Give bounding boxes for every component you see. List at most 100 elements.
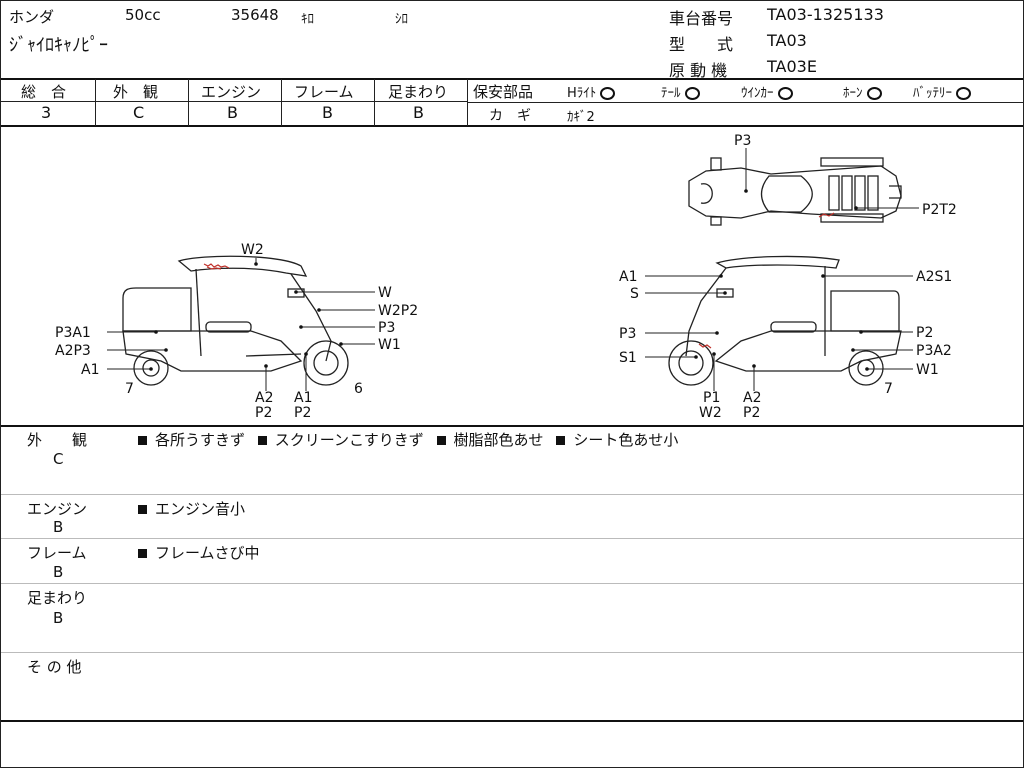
diagram-label: 7 bbox=[125, 381, 134, 397]
overall-grade: 3 bbox=[41, 103, 52, 122]
diagram-label: S bbox=[630, 286, 639, 302]
tail-status: ﾃｰﾙ bbox=[661, 82, 700, 101]
divider bbox=[1, 101, 468, 102]
divider bbox=[467, 79, 468, 126]
ok-circle-icon bbox=[866, 87, 882, 100]
notes-engine-label: エンジン bbox=[27, 500, 88, 518]
bullet-square-icon bbox=[138, 549, 147, 558]
diagram-label: P3 bbox=[734, 133, 751, 149]
diagram-label: W1 bbox=[916, 362, 939, 378]
diagram-label: A1 bbox=[81, 362, 99, 378]
divider bbox=[1, 652, 1023, 653]
notes-frame-label: フレーム bbox=[27, 544, 87, 562]
diagram-label: A1 bbox=[619, 269, 637, 285]
notes-engine-items: エンジン音小 bbox=[138, 498, 245, 519]
diagram-label: A2S1 bbox=[916, 269, 952, 285]
divider bbox=[1, 494, 1023, 495]
left-view-scooter bbox=[122, 255, 349, 386]
notes-engine-grade: B bbox=[53, 518, 64, 536]
mileage: 35648 bbox=[231, 6, 279, 24]
notes-exterior-label: 外 観 bbox=[27, 431, 88, 449]
mileage-unit: ｷﾛ bbox=[301, 12, 314, 27]
displacement: 50cc bbox=[125, 6, 161, 24]
divider bbox=[468, 102, 1023, 103]
divider bbox=[1, 125, 1023, 127]
maker: ホンダ bbox=[9, 8, 55, 26]
bullet-square-icon bbox=[436, 436, 446, 445]
engine-model-value: TA03E bbox=[767, 57, 817, 76]
headlight-status: Hﾗｲﾄ bbox=[567, 82, 616, 101]
battery-status: ﾊﾞｯﾃﾘｰ bbox=[913, 82, 971, 101]
bullet-square-icon bbox=[556, 436, 566, 445]
divider bbox=[374, 79, 375, 126]
diagram-label: 7 bbox=[884, 381, 893, 397]
ok-circle-icon bbox=[684, 87, 700, 100]
winker-status: ｳｲﾝｶｰ bbox=[741, 82, 793, 101]
body-color: ｼﾛ bbox=[395, 12, 408, 27]
diagram-label: P2 bbox=[255, 405, 272, 421]
notes-frame-items: フレームさび中 bbox=[138, 542, 260, 563]
diagram-label: W2 bbox=[699, 405, 722, 421]
diagram-label: P2 bbox=[743, 405, 760, 421]
model-name: ｼﾞｬｲﾛｷｬﾉﾋﾟｰ bbox=[9, 35, 108, 56]
ok-circle-icon bbox=[600, 87, 616, 100]
engine-model-label: 原 動 機 bbox=[669, 61, 728, 80]
diagram-label: A1 bbox=[294, 390, 312, 406]
diagram-label: S1 bbox=[619, 350, 637, 366]
engine-grade: B bbox=[227, 103, 238, 122]
diagram-label: P2T2 bbox=[922, 202, 957, 218]
diagram-label: W2 bbox=[241, 242, 264, 258]
ok-circle-icon bbox=[956, 87, 971, 100]
diagram-label: A2 bbox=[743, 390, 761, 406]
diagram-label: W bbox=[378, 285, 392, 301]
divider bbox=[1, 78, 1023, 80]
diagram-label: 6 bbox=[354, 381, 363, 397]
divider bbox=[188, 79, 189, 126]
bullet-square-icon bbox=[257, 436, 267, 445]
horn-status: ﾎｰﾝ bbox=[843, 82, 882, 101]
divider bbox=[281, 79, 282, 126]
key-label: カ ギ bbox=[489, 108, 531, 124]
right-view-scooter bbox=[668, 255, 902, 386]
divider bbox=[1, 720, 1023, 722]
suspension-label: 足まわり bbox=[388, 83, 449, 101]
notes-frame-grade: B bbox=[53, 563, 64, 581]
diagram-label: A2P3 bbox=[55, 343, 91, 359]
exterior-grade: C bbox=[133, 103, 145, 122]
bullet-square-icon bbox=[138, 436, 147, 445]
key-value: ｶｷﾞ2 bbox=[567, 110, 595, 125]
diagram-label: P3 bbox=[378, 320, 395, 336]
diagram-label: W2P2 bbox=[378, 303, 418, 319]
notes-other-label: そ の 他 bbox=[27, 658, 82, 676]
chassis-label: 車台番号 bbox=[669, 9, 734, 28]
diagram-label: P2 bbox=[916, 325, 933, 341]
diagram-label: W1 bbox=[378, 337, 401, 353]
diagram-label: P3 bbox=[619, 326, 636, 342]
diagram-label: P1 bbox=[703, 390, 720, 406]
frame-label: フレーム bbox=[294, 83, 354, 101]
damage-diagram: P3 P2T2 W2 W W2P2 P3 W1 P3A1 A2P3 A1 7 6… bbox=[55, 133, 957, 421]
exterior-label: 外 観 bbox=[113, 83, 159, 101]
diagram-label: P3A2 bbox=[916, 343, 952, 359]
overall-label: 総 合 bbox=[21, 83, 67, 101]
type-label: 型 式 bbox=[669, 35, 734, 54]
diagram-label: P3A1 bbox=[55, 325, 91, 341]
diagram-label: P2 bbox=[294, 405, 311, 421]
suspension-grade: B bbox=[413, 103, 424, 122]
divider bbox=[95, 79, 96, 126]
engine-label: エンジン bbox=[201, 83, 262, 101]
diagram-label: A2 bbox=[255, 390, 273, 406]
frame-grade: B bbox=[322, 103, 333, 122]
divider bbox=[1, 583, 1023, 584]
divider bbox=[1, 538, 1023, 539]
top-view-scooter bbox=[688, 157, 902, 226]
notes-suspension-grade: B bbox=[53, 609, 64, 627]
notes-exterior-grade: C bbox=[53, 450, 64, 468]
safety-label: 保安部品 bbox=[473, 83, 534, 101]
ok-circle-icon bbox=[777, 87, 793, 100]
type-value: TA03 bbox=[767, 31, 807, 50]
notes-exterior-items: 各所うすきず スクリーンこすりきず 樹脂部色あせ シート色あせ小 bbox=[138, 429, 678, 450]
bullet-square-icon bbox=[138, 505, 147, 514]
notes-suspension-label: 足まわり bbox=[27, 589, 88, 607]
